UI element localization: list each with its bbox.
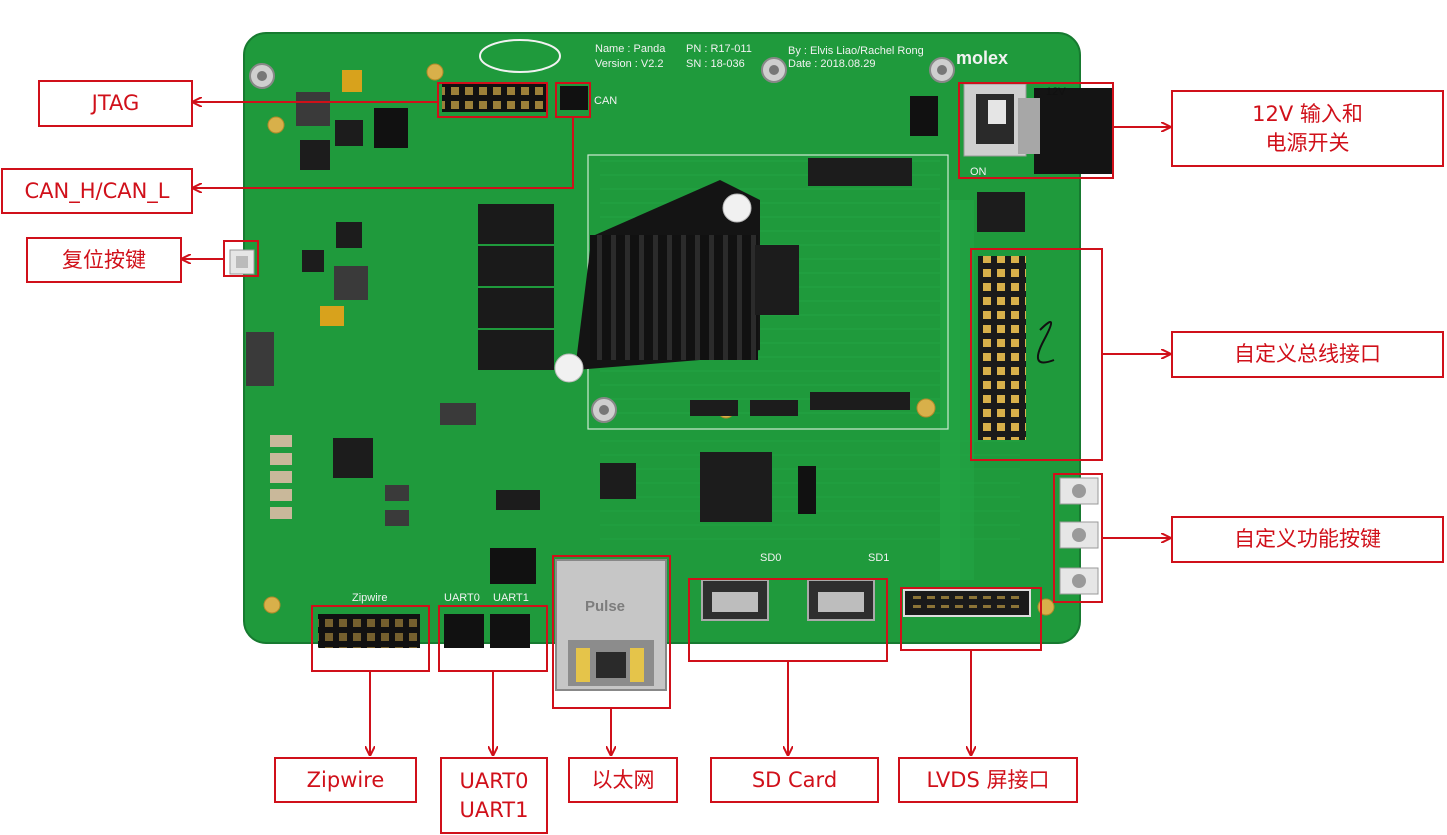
label-uart: UART0 UART1 <box>440 757 548 834</box>
label-can-text: CAN_H/CAN_L <box>24 178 170 203</box>
highlight-can <box>555 82 591 118</box>
label-zipwire-text: Zipwire <box>306 767 385 792</box>
highlight-power <box>958 82 1114 179</box>
label-uart-line1: UART0 <box>459 769 529 794</box>
label-jtag: JTAG <box>38 80 193 127</box>
highlight-uart <box>438 605 548 672</box>
silk-uart0: UART0 <box>444 592 480 604</box>
highlight-reset <box>223 240 259 277</box>
silk-can: CAN <box>594 95 618 107</box>
highlight-ethernet <box>552 555 671 709</box>
silk-date: Date : 2018.08.29 <box>788 58 876 70</box>
label-ethernet: 以太网 <box>568 757 678 803</box>
silk-12v: 12V <box>1046 86 1066 98</box>
silk-by: By : Elvis Liao/Rachel Rong <box>788 45 924 57</box>
label-uart-line2: UART1 <box>459 797 529 822</box>
label-custom-bus-text: 自定义总线接口 <box>1234 342 1381 367</box>
silk-brand: molex <box>956 48 1009 68</box>
mounting-holes <box>249 57 955 423</box>
label-power-line2: 电源开关 <box>1265 130 1350 155</box>
label-ethernet-text: 以太网 <box>591 767 655 792</box>
silk-pulse: Pulse <box>585 598 626 615</box>
heatsink <box>554 180 760 383</box>
silk-zipwire: Zipwire <box>352 592 388 604</box>
label-sd-card: SD Card <box>710 757 879 803</box>
label-power: 12V 输入和 电源开关 <box>1171 90 1444 167</box>
silk-on: ON <box>970 166 987 178</box>
label-sd-card-text: SD Card <box>751 767 838 792</box>
label-custom-keys: 自定义功能按键 <box>1171 516 1444 563</box>
silk-pn: PN : R17-011 <box>686 43 752 55</box>
label-can: CAN_H/CAN_L <box>1 168 193 214</box>
label-reset: 复位按键 <box>26 237 182 283</box>
highlight-sd-card <box>688 578 888 662</box>
highlight-custom-bus <box>970 248 1103 461</box>
label-jtag-text: JTAG <box>91 91 140 116</box>
label-custom-bus: 自定义总线接口 <box>1171 331 1444 378</box>
label-zipwire: Zipwire <box>274 757 417 803</box>
label-custom-keys-text: 自定义功能按键 <box>1234 527 1381 552</box>
highlight-jtag <box>437 82 548 118</box>
silk-name: Name : Panda <box>595 43 666 55</box>
silk-sd1: SD1 <box>868 552 890 564</box>
label-lvds: LVDS 屏接口 <box>898 757 1078 803</box>
silk-sd0: SD0 <box>760 552 782 564</box>
silk-sn: SN : 18-036 <box>686 58 745 70</box>
silk-version: Version : V2.2 <box>595 58 664 70</box>
highlight-lvds <box>900 587 1042 651</box>
highlight-zipwire <box>311 605 430 672</box>
highlight-custom-keys <box>1053 473 1103 603</box>
arrow-can <box>193 118 574 188</box>
label-reset-text: 复位按键 <box>62 247 146 272</box>
label-power-line1: 12V 输入和 <box>1252 102 1363 127</box>
silk-uart1: UART1 <box>493 592 529 604</box>
label-lvds-text: LVDS 屏接口 <box>926 767 1050 792</box>
